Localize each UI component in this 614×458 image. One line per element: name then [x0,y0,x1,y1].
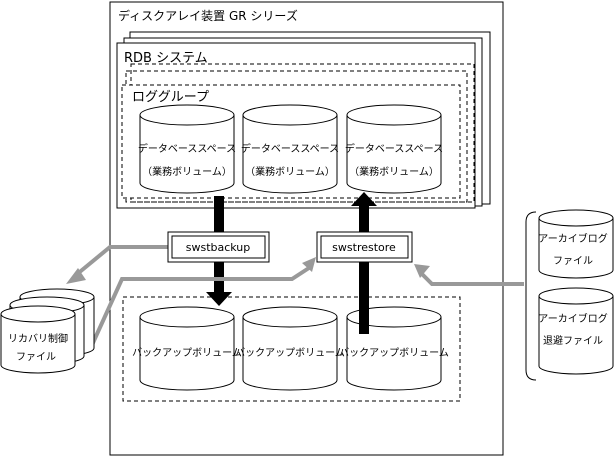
swstbackup-command: swstbackup [167,231,270,263]
db-space-2: データベーススペース （業務ボリューム） [241,104,339,194]
archive-log-group [525,211,537,381]
archive-log-file: アーカイブログ ファイル [538,209,614,279]
archive-evac-line1: アーカイブログ [538,312,607,325]
archive-log-evac-file: アーカイブログ 退避ファイル [538,287,614,375]
archive-log-line2: ファイル [553,256,593,267]
db-space-3-line1: データベーススペース [345,142,443,155]
backup-volume-3-label: バックアップボリューム [339,347,449,359]
db-space-3: データベーススペース （業務ボリューム） [345,104,443,194]
db-space-1: データベーススペース （業務ボリューム） [138,104,236,194]
backup-volume-1: バックアップボリューム [132,306,242,391]
db-space-2-line1: データベーススペース [241,142,339,155]
db-space-1-line2: （業務ボリューム） [142,165,232,178]
rdb-system-label: RDB システム [124,51,208,66]
swstrestore-command: swstrestore [316,231,413,263]
recovery-file-line2: ファイル [16,352,56,363]
disk-array-label: ディスクアレイ装置 GR シリーズ [118,8,298,23]
restore-arrow [351,192,377,334]
gray-flows [74,245,524,346]
backup-volume-3: バックアップボリューム [339,306,449,391]
swstbackup-label: swstbackup [186,241,251,254]
arrowhead-to-restore-right [414,264,430,278]
backup-area [122,296,461,402]
archive-log-line1: アーカイブログ [538,232,607,245]
log-group-label: ロググループ [132,90,209,105]
archive-evac-line2: 退避ファイル [543,334,603,347]
db-space-1-line1: データベーススペース [138,142,236,155]
arrowhead-to-recovery [66,268,86,284]
recovery-control-file: リカバリ制御 ファイル [0,288,95,374]
db-space-3-line2: （業務ボリューム） [349,165,439,178]
backup-volume-2-label: バックアップボリューム [235,347,345,359]
swstrestore-label: swstrestore [332,241,396,254]
db-space-2-line2: （業務ボリューム） [245,165,335,178]
backup-volume-2: バックアップボリューム [235,306,345,391]
arrowhead-to-restore-left [302,257,316,272]
backup-volume-1-label: バックアップボリューム [132,347,242,359]
recovery-file-line1: リカバリ制御 [8,332,68,345]
